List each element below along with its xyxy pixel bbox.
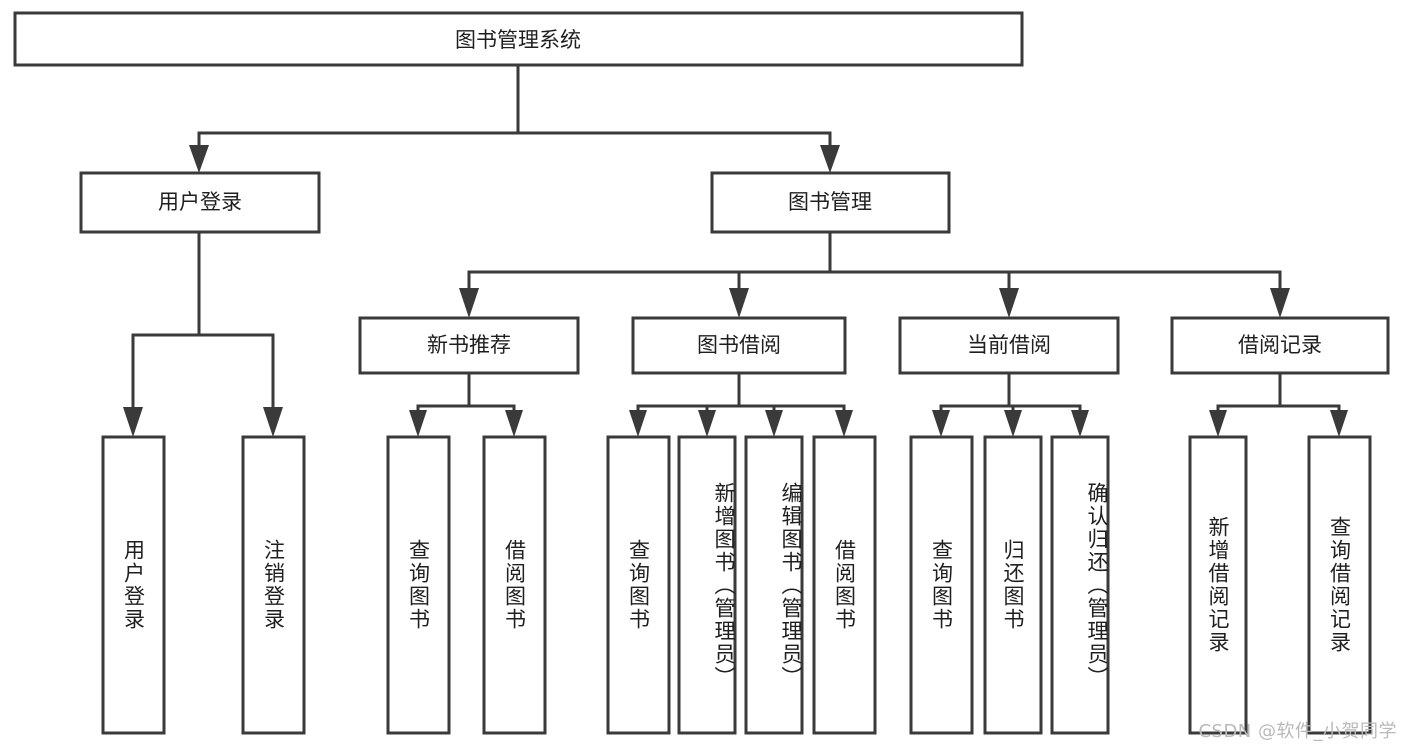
arrow-borrowrecord-leaf-2 (1330, 410, 1348, 437)
node-new-book-rec-label: 新书推荐 (427, 333, 511, 357)
arrow-to-book-borrow (729, 288, 749, 318)
leaf-box-6[interactable] (744, 435, 804, 735)
leaf-box-11[interactable] (1188, 435, 1248, 735)
arrow-userlogin-leaf-1 (123, 407, 143, 437)
node-current-borrow-label: 当前借阅 (967, 333, 1051, 357)
node-borrow-record-label: 借阅记录 (1238, 333, 1322, 357)
edge-userlogin-bus (131, 230, 275, 412)
arrow-to-new-book-rec (459, 288, 479, 318)
edge-newbook-bus (416, 371, 516, 416)
edge-root-bus (197, 63, 832, 154)
arrow-userlogin-leaf-2 (263, 407, 283, 437)
leaf-box-1[interactable] (241, 435, 306, 735)
csdn-watermark: CSDN @软件_小贺同学 (1198, 721, 1397, 742)
leaf-box-5[interactable] (677, 435, 737, 735)
arrow-root-to-book-manage (820, 145, 840, 173)
node-book-manage-label: 图书管理 (788, 190, 872, 214)
arrow-bookborrow-leaf-4 (835, 410, 853, 437)
leaf-box-2[interactable] (386, 435, 451, 735)
node-borrow-record-box[interactable] (1170, 316, 1390, 375)
node-book-borrow-box[interactable] (631, 316, 847, 375)
arrow-bookborrow-leaf-2 (698, 410, 716, 437)
arrow-bookborrow-leaf-1 (629, 410, 647, 437)
node-root-box[interactable] (13, 11, 1024, 67)
leaf-box-12[interactable] (1307, 435, 1372, 735)
arrow-currentborrow-leaf-1 (932, 410, 950, 437)
leaf-box-3[interactable] (482, 435, 547, 735)
arrow-bookborrow-leaf-3 (765, 410, 783, 437)
node-layer: 图书管理系统 用户登录 图书管理 新书推荐 图书借阅 当前借阅 借阅记录 (13, 11, 1390, 375)
arrow-currentborrow-leaf-2 (1004, 410, 1022, 437)
leaf-box-7[interactable] (812, 435, 877, 735)
edge-bookmanage-bus (467, 230, 1282, 294)
connector-layer (123, 63, 1348, 437)
arrow-to-borrow-record (1270, 288, 1290, 318)
edge-bookborrow-bus (636, 371, 846, 416)
node-book-borrow-label: 图书借阅 (697, 333, 781, 357)
node-root-label: 图书管理系统 (455, 28, 581, 52)
leaf-box-0[interactable] (101, 435, 166, 735)
edge-currentborrow-bus (939, 371, 1082, 416)
node-user-login-label: 用户登录 (158, 190, 242, 214)
leaf-box-10[interactable] (1050, 435, 1110, 735)
node-current-borrow-box[interactable] (898, 316, 1120, 375)
leaf-layer (101, 435, 1372, 735)
arrow-newbook-leaf-1 (409, 410, 427, 437)
leaf-box-4[interactable] (606, 435, 671, 735)
edge-borrowrecord-bus (1216, 371, 1341, 416)
arrow-root-to-user-login (189, 145, 209, 173)
leaf-box-8[interactable] (909, 435, 974, 735)
leaf-box-9[interactable] (983, 435, 1043, 735)
node-new-book-rec-box[interactable] (358, 316, 580, 375)
arrow-to-current-borrow (999, 288, 1019, 318)
arrow-borrowrecord-leaf-1 (1209, 410, 1227, 437)
node-user-login-box[interactable] (79, 171, 321, 234)
node-book-manage-box[interactable] (710, 171, 951, 234)
arrow-newbook-leaf-2 (505, 410, 523, 437)
arrow-currentborrow-leaf-3 (1071, 410, 1089, 437)
